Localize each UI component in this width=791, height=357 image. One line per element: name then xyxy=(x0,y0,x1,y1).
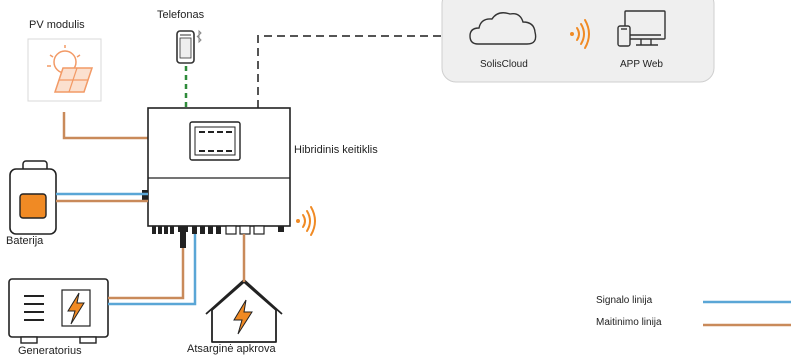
bluetooth-icon xyxy=(196,29,202,44)
data-link-line xyxy=(257,35,442,108)
generator-icon xyxy=(8,278,109,344)
generator-power-line xyxy=(108,248,185,300)
cloud-label: SolisCloud xyxy=(480,59,528,70)
pv-power-line xyxy=(62,112,148,140)
wifi-cloud-icon xyxy=(570,19,590,49)
hybrid-inverter-icon xyxy=(142,107,291,248)
inverter-label: Hibridinis keitiklis xyxy=(294,144,378,156)
battery-label: Baterija xyxy=(6,235,44,247)
legend-power-label: Maitinimo linija xyxy=(596,317,662,328)
wifi-inverter-icon xyxy=(296,206,316,236)
generator-label: Generatorius xyxy=(18,345,82,357)
cloud-icon xyxy=(469,12,537,45)
house-icon xyxy=(205,278,283,343)
backup-load-label: Atsarginė apkrova xyxy=(187,343,276,355)
cloud-panel xyxy=(441,0,715,83)
phone-label: Telefonas xyxy=(157,9,205,21)
phone-icon xyxy=(176,30,195,64)
pv-module-icon xyxy=(27,38,102,102)
legend-signal-label: Signalo linija xyxy=(596,295,653,306)
battery-icon xyxy=(9,160,57,235)
app-web-label: APP Web xyxy=(620,59,663,70)
monitor-icon xyxy=(617,10,666,47)
generator-signal-line xyxy=(108,234,197,306)
pv-module-label: PV modulis xyxy=(29,19,85,31)
